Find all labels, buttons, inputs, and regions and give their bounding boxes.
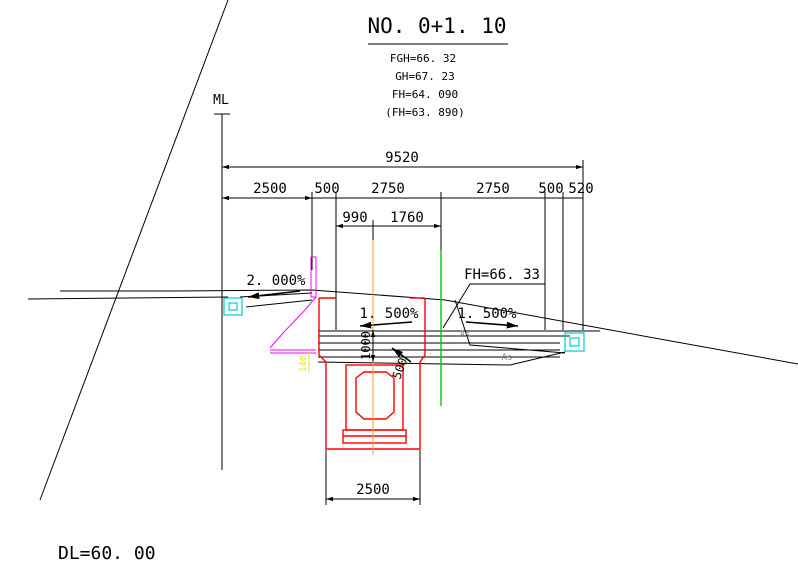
datum-label: DL=60. 00 <box>58 543 156 564</box>
ground-upper <box>60 289 446 301</box>
pavement-left-lower <box>245 299 313 308</box>
slope-center-arrow <box>359 321 413 329</box>
slope-right <box>454 299 566 354</box>
elevation-fh: FH=64. 090 <box>392 88 458 101</box>
diagonal-reference-line <box>39 0 229 501</box>
slope-left-arrow <box>247 290 301 300</box>
title-block: NO. 0+1. 10 FGH=66. 32 GH=67. 23 FH=64. … <box>367 14 508 119</box>
ground-left <box>27 296 229 300</box>
curb-left-inner <box>228 302 238 311</box>
dim-seg-3: 2750 <box>371 181 405 197</box>
slope-labels: 2. 000% 1. 500% 1. 500% <box>246 273 519 329</box>
dim-seg-5: 500 <box>538 181 563 197</box>
curb-right-body <box>564 332 585 352</box>
dim-inner-1: 990 <box>342 210 367 226</box>
vertical-dimensions: 1000 500 <box>359 330 412 381</box>
ml-centerline: ML <box>213 93 230 470</box>
ground-lines: FH=66. 33 As As <box>27 267 798 366</box>
curb-left-body <box>223 297 243 316</box>
dim-bottom-text: 2500 <box>356 482 390 498</box>
elevation-gh: GH=67. 23 <box>395 70 455 83</box>
yellow-dimension: 140 <box>299 352 310 372</box>
elevation-fh-alt: (FH=63. 890) <box>385 106 464 119</box>
as-label-right: As <box>502 353 513 363</box>
station-title: NO. 0+1. 10 <box>367 14 506 38</box>
culvert-opening <box>355 371 395 420</box>
as-label-left: As <box>460 330 471 340</box>
curb-right <box>564 332 585 352</box>
yellow-dim-text: 140 <box>299 356 309 372</box>
retaining-wall <box>269 256 317 354</box>
dim-overall-text: 9520 <box>385 150 419 166</box>
dim-inner-2: 1760 <box>390 210 424 226</box>
slope-center-text: 1. 500% <box>359 306 419 322</box>
fh-right-label: FH=66. 33 <box>464 267 540 283</box>
ground-right <box>444 299 798 365</box>
elevation-fgh: FGH=66. 32 <box>390 52 456 65</box>
vdim-500-line <box>391 347 412 363</box>
slope-right-arrow <box>465 321 519 329</box>
retaining-wall-slope <box>269 296 317 349</box>
fh-leader <box>442 283 545 329</box>
dim-seg-6: 520 <box>568 181 593 197</box>
curb-right-inner <box>569 337 580 347</box>
dim-seg-4: 2750 <box>476 181 510 197</box>
vdim-1000-text: 1000 <box>359 331 373 360</box>
vdim-500-text: 500 <box>390 356 411 381</box>
pavement-base <box>317 351 566 366</box>
slope-left-text: 2. 000% <box>246 273 306 289</box>
dimension-lines: 9520 2500 500 2750 2750 500 520 990 1760… <box>222 150 594 505</box>
dim-seg-2: 500 <box>314 181 339 197</box>
ml-label: ML <box>213 93 229 108</box>
slope-right-text: 1. 500% <box>457 306 517 322</box>
retaining-wall-stem <box>310 256 317 298</box>
curb-left <box>223 297 243 316</box>
dim-seg-1: 2500 <box>253 181 287 197</box>
